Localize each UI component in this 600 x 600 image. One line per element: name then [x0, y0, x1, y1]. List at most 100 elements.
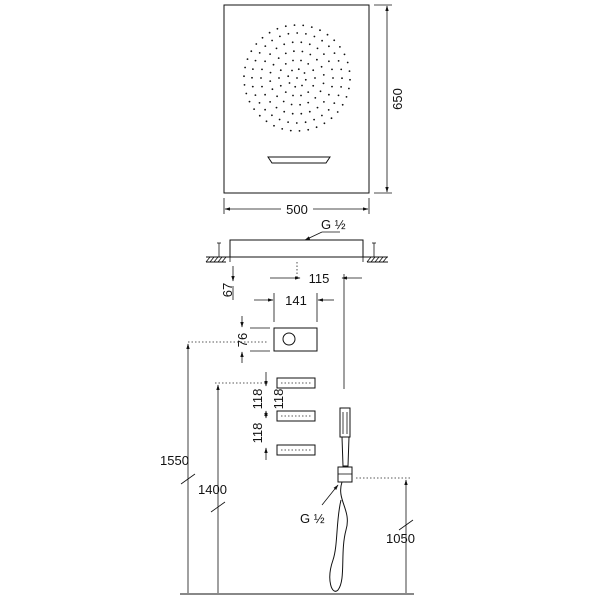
nozzle-dot	[276, 27, 279, 30]
dim-67-label: 67	[220, 283, 235, 297]
nozzle-dot	[307, 101, 310, 104]
nozzle-dot	[296, 77, 298, 79]
nozzle-dot	[312, 69, 315, 72]
nozzle-dot	[279, 35, 281, 38]
nozzle-dot	[292, 94, 294, 97]
nozzle-dot	[298, 130, 301, 132]
nozzle-dot	[328, 93, 330, 96]
nozzle-dot	[340, 68, 343, 71]
dim-76-label: 76	[235, 333, 250, 347]
nozzle-dot	[323, 122, 326, 125]
nozzle-dot	[339, 46, 341, 48]
nozzle-dot	[278, 77, 280, 79]
nozzle-dot	[293, 50, 295, 53]
nozzle-dot	[279, 69, 282, 72]
nozzle-dot	[260, 77, 262, 79]
nozzle-dot	[291, 41, 294, 44]
nozzle-dot	[313, 118, 315, 121]
nozzle-dot	[331, 85, 333, 88]
nozzle-dot	[254, 94, 257, 96]
body-jet-3	[276, 444, 316, 456]
nozzle-dot	[251, 76, 253, 79]
nozzle-dot	[251, 85, 254, 88]
dim-115-label: 115	[309, 271, 330, 286]
nozzle-dot	[316, 106, 319, 109]
nozzle-dot	[304, 121, 307, 124]
dim-118-label-b: 118	[250, 423, 265, 444]
nozzle-dot	[265, 120, 268, 123]
nozzle-dot	[300, 41, 303, 44]
nozzle-dot	[275, 106, 278, 109]
nozzle-dot	[272, 63, 275, 66]
nozzle-dot	[279, 84, 282, 87]
nozzle-dot	[322, 82, 325, 85]
nozzle-dot	[308, 110, 311, 113]
dim-500-label: 500	[286, 202, 308, 217]
nozzle-dot	[277, 57, 280, 59]
nozzle-dot	[341, 77, 343, 80]
nozzle-dot	[349, 78, 351, 81]
dim-118-label-c: 118	[271, 389, 286, 410]
dim-141-label: 141	[285, 293, 307, 308]
nozzle-dot	[278, 118, 281, 121]
nozzle-dot	[316, 47, 319, 50]
nozzle-dot	[264, 60, 266, 63]
nozzle-dot	[295, 122, 298, 124]
dimension-panel-width: 500	[223, 198, 370, 217]
nozzle-dot	[316, 58, 318, 61]
nozzle-dot	[243, 84, 246, 86]
nozzle-dot	[243, 75, 245, 78]
shower-hose	[329, 481, 348, 592]
dim-118-label-a: 118	[250, 389, 265, 410]
nozzle-dot	[284, 63, 287, 65]
nozzle-dot	[302, 24, 305, 27]
dimension-jet-spacing: 118 118 118	[250, 372, 286, 460]
dimension-height-1400: 1400	[198, 382, 268, 593]
nozzle-pattern	[243, 24, 351, 132]
nozzle-dot	[281, 127, 284, 130]
nozzle-dot	[337, 94, 340, 97]
nozzle-dot	[301, 84, 303, 87]
dimension-height-1050: 1050	[356, 477, 415, 593]
dimension-ceiling-thickness: 67	[220, 266, 235, 300]
nozzle-dot	[330, 117, 333, 120]
nozzle-dot	[307, 63, 310, 65]
nozzle-dot	[287, 75, 290, 78]
nozzle-dot	[314, 97, 317, 99]
nozzle-dot	[271, 114, 273, 117]
nozzle-dot	[327, 109, 330, 111]
nozzle-dot	[291, 112, 294, 115]
dimension-offset-115: 115	[270, 271, 362, 389]
dim-1400-label: 1400	[198, 482, 227, 497]
nozzle-dot	[310, 26, 313, 28]
nozzle-dot	[309, 53, 312, 56]
nozzle-dot	[300, 112, 303, 115]
nozzle-dot	[296, 32, 299, 34]
panel-side-view	[205, 231, 388, 278]
inlet-hand-label: G ½	[300, 511, 325, 526]
dimension-height-1550: 1550	[160, 341, 268, 593]
nozzle-dot	[246, 58, 249, 60]
nozzle-dot	[252, 68, 254, 70]
nozzle-dot	[293, 24, 296, 26]
dim-650-label: 650	[390, 88, 405, 110]
nozzle-dot	[303, 72, 306, 74]
nozzle-dot	[348, 70, 351, 72]
nozzle-dot	[328, 60, 330, 63]
nozzle-dot	[261, 36, 264, 39]
nozzle-dot	[297, 68, 300, 71]
nozzle-dot	[291, 69, 293, 72]
nozzle-dot	[287, 32, 290, 35]
nozzle-dot	[244, 66, 247, 69]
nozzle-dot	[320, 65, 323, 68]
nozzle-dot	[322, 74, 325, 76]
nozzle-dot	[290, 103, 293, 106]
nozzle-dot	[346, 61, 349, 64]
nozzle-dot	[271, 39, 273, 42]
nozzle-dot	[300, 94, 302, 97]
nozzle-dot	[345, 96, 348, 98]
wall-outlet-bracket	[337, 466, 353, 483]
nozzle-dot	[343, 53, 346, 56]
nozzle-dot	[308, 43, 311, 46]
body-jet-1	[276, 377, 316, 389]
